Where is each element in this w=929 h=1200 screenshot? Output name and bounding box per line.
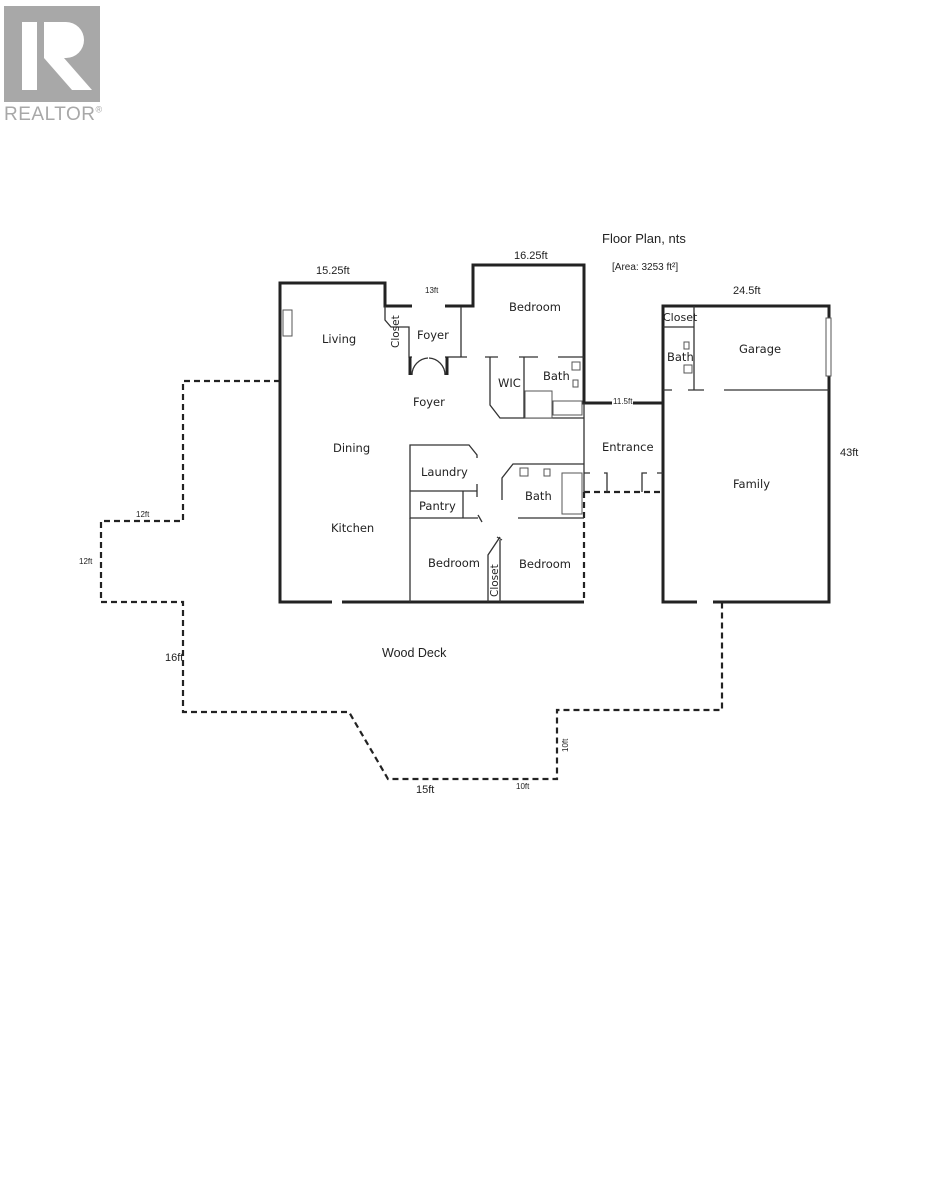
bathtub-icon bbox=[561, 472, 583, 515]
dim-foyer-width: 13ft bbox=[425, 286, 439, 295]
toilet-icon bbox=[543, 468, 551, 477]
room-bath-hall: Bath bbox=[525, 489, 552, 503]
plan-title: Floor Plan, nts bbox=[602, 231, 686, 246]
room-living: Living bbox=[322, 332, 356, 346]
room-bath-main: Bath bbox=[543, 369, 570, 383]
dim-family-depth: 43ft bbox=[840, 447, 858, 459]
room-dining: Dining bbox=[333, 441, 370, 455]
room-entrance: Entrance bbox=[602, 440, 654, 454]
room-closet-bed: Closet bbox=[489, 564, 501, 597]
realtor-logo-text: REALTOR® bbox=[4, 104, 103, 126]
dim-deck-left-depth: 12ft bbox=[79, 557, 93, 566]
pantry-door bbox=[477, 514, 483, 523]
logo-wordmark: REALTOR bbox=[4, 104, 96, 125]
toilet-icon bbox=[683, 341, 690, 350]
room-foyer: Foyer bbox=[413, 395, 445, 409]
garage-door bbox=[825, 317, 832, 377]
room-laundry: Laundry bbox=[421, 465, 468, 479]
dim-deck-right-side: 10ft bbox=[561, 738, 570, 752]
bathtub-icon bbox=[552, 400, 583, 416]
laundry-wall bbox=[409, 444, 478, 519]
double-door-icon bbox=[411, 357, 446, 376]
dim-deck-side: 16ft bbox=[165, 652, 183, 664]
room-garage: Garage bbox=[739, 342, 781, 356]
dim-bedroom-width: 16.25ft bbox=[514, 250, 548, 262]
main-house-walls bbox=[278, 263, 663, 604]
dim-entrance-width: 11.5ft bbox=[613, 397, 633, 406]
room-bedroom-left: Bedroom bbox=[428, 556, 480, 570]
room-bedroom-right: Bedroom bbox=[519, 557, 571, 571]
garage-walls bbox=[661, 304, 831, 604]
fireplace bbox=[282, 309, 293, 337]
entrance-stubs bbox=[584, 472, 663, 492]
dim-deck-left-width: 12ft bbox=[136, 510, 150, 519]
shower-icon bbox=[524, 390, 553, 419]
room-closet-foyer: Closet bbox=[390, 315, 402, 348]
toilet-icon bbox=[572, 379, 579, 388]
room-bath-garage: Bath bbox=[667, 350, 694, 364]
room-closet-garage: Closet bbox=[663, 311, 698, 324]
bed-closet-wall bbox=[487, 536, 503, 602]
realtor-logo bbox=[4, 6, 100, 102]
dim-living-width: 15.25ft bbox=[316, 265, 350, 277]
room-family: Family bbox=[733, 477, 770, 491]
dim-deck-bottom: 15ft bbox=[416, 784, 434, 796]
sink-icon bbox=[683, 364, 693, 374]
room-kitchen: Kitchen bbox=[331, 521, 374, 535]
wood-deck-outline bbox=[99, 379, 724, 781]
sink-icon bbox=[571, 361, 581, 371]
room-bedroom-main: Bedroom bbox=[509, 300, 561, 314]
sink-icon bbox=[519, 467, 529, 477]
area-label: [Area: 3253 ft²] bbox=[612, 262, 678, 273]
room-pantry: Pantry bbox=[419, 499, 456, 513]
foyer-door-jambs bbox=[408, 357, 449, 375]
dim-deck-bottom-right: 10ft bbox=[516, 782, 530, 791]
registered-mark: ® bbox=[95, 104, 103, 115]
room-wood-deck: Wood Deck bbox=[382, 646, 447, 660]
room-foyer-upper: Foyer bbox=[417, 328, 449, 342]
dim-garage-width: 24.5ft bbox=[733, 285, 761, 297]
hall-bath-wall bbox=[501, 463, 584, 500]
room-wic: WIC bbox=[498, 376, 521, 390]
